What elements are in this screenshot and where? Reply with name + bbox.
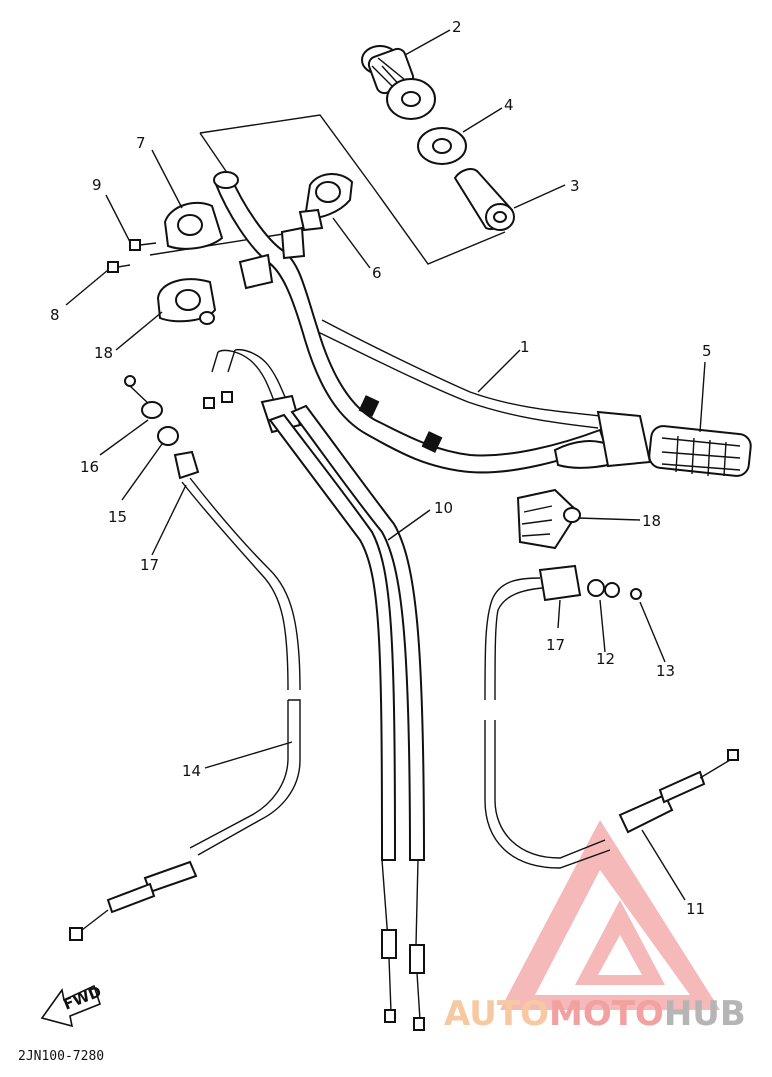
callout-10: 10	[434, 499, 453, 517]
svg-text:AUTOMOTOHUB: AUTOMOTOHUB	[444, 994, 746, 1034]
callout-leaders	[65, 29, 706, 901]
callout-1: 1	[520, 338, 530, 356]
callout-12: 12	[596, 650, 615, 668]
callout-8: 8	[50, 306, 60, 324]
clutch-cable-right	[484, 564, 739, 869]
throttle-tube	[453, 168, 515, 231]
switch-housing-lower	[163, 201, 224, 250]
throttle-cables	[203, 348, 426, 1031]
callout-11: 11	[686, 900, 705, 918]
handlebar-clamp	[238, 226, 306, 290]
handlebar	[213, 171, 607, 474]
callout-9: 9	[92, 176, 102, 194]
lever-holder-right	[516, 488, 581, 550]
washer	[417, 127, 467, 165]
watermark-moto: MOTO	[549, 994, 664, 1034]
callout-numbers: 2 4 3 1 5 6 7 9 8 18 10 18 16 15 17 17 1…	[50, 18, 712, 918]
callout-13: 13	[656, 662, 675, 680]
lever-holder-left	[156, 278, 217, 325]
callout-18-right: 18	[642, 512, 661, 530]
watermark-text: AUTOMOTOHUB	[444, 994, 746, 1034]
screws	[107, 239, 157, 273]
callout-2: 2	[452, 18, 462, 36]
callout-14: 14	[182, 762, 201, 780]
callout-4: 4	[504, 96, 514, 114]
clutch-cable-left	[69, 375, 301, 941]
switch-housing-upper	[298, 173, 354, 232]
callout-6: 6	[372, 264, 382, 282]
part-code: 2JN100-7280	[18, 1049, 104, 1064]
callout-15: 15	[108, 508, 127, 526]
callout-16: 16	[80, 458, 99, 476]
callout-3: 3	[570, 177, 580, 195]
callout-7: 7	[136, 134, 146, 152]
callout-5: 5	[702, 342, 712, 360]
watermark-auto: AUTO	[444, 994, 549, 1034]
watermark-hub: HUB	[664, 994, 746, 1034]
throttle-grip	[361, 45, 436, 120]
left-grip	[553, 410, 752, 477]
callout-17-left: 17	[140, 556, 159, 574]
fwd-direction-arrow: FWD	[40, 982, 104, 1028]
callout-18-left: 18	[94, 344, 113, 362]
watermark-logo	[500, 820, 720, 1010]
callout-17-right: 17	[546, 636, 565, 654]
